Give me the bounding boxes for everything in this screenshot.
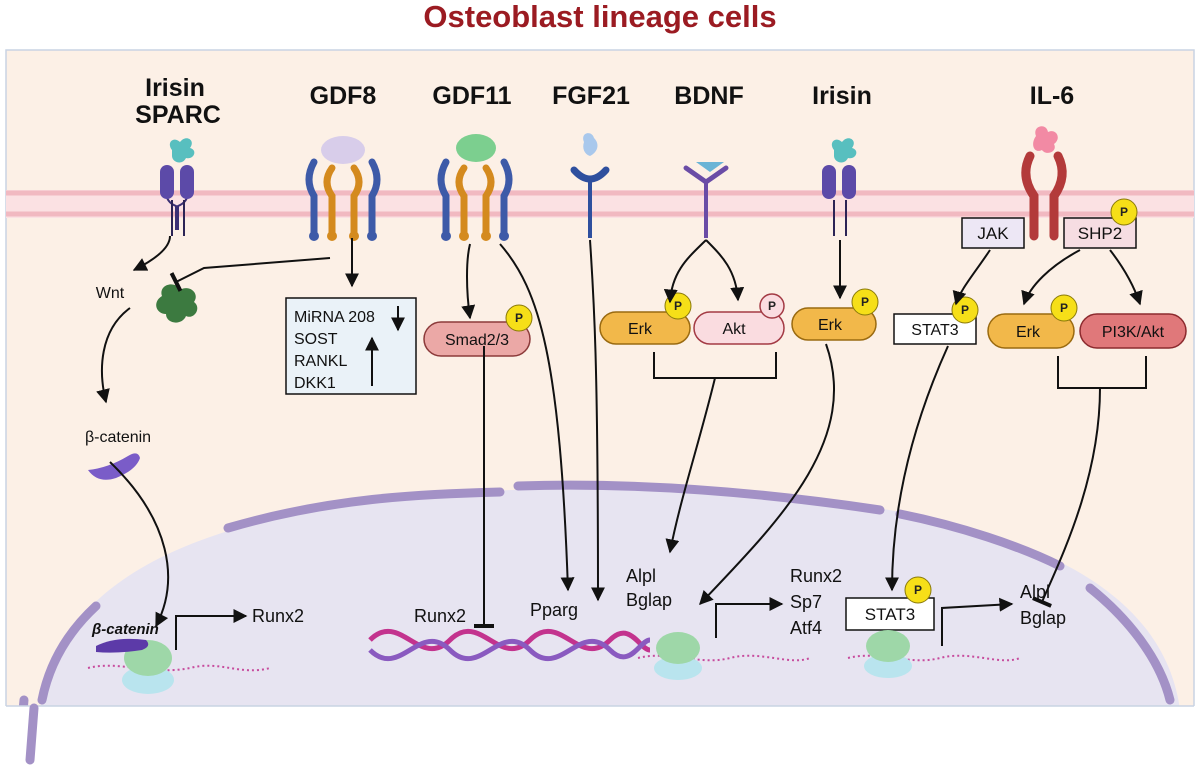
ligand-sparc-label: SPARC <box>135 101 221 129</box>
integrin-receptor-1 <box>160 138 195 236</box>
jak-label: JAK <box>977 224 1009 243</box>
trk-receptor <box>683 162 729 238</box>
alpl-1-label: Alpl <box>626 566 656 586</box>
dna-helix <box>368 628 651 662</box>
runx2-wnt-label: Runx2 <box>252 606 304 626</box>
ligand-il6-label: IL-6 <box>1030 82 1074 110</box>
erk-bdnf-label: Erk <box>628 321 653 338</box>
sost-label: SOST <box>294 331 338 348</box>
beta-catenin-nuclear-label: β-catenin <box>91 621 159 638</box>
erk-irisin-protein: Erk P <box>791 288 879 341</box>
wnt-label: Wnt <box>96 285 125 302</box>
dkk1-label: DKK1 <box>294 375 336 392</box>
erk-bdnf-phospho-label: P <box>674 299 682 313</box>
integrin-receptor-2 <box>822 138 857 236</box>
shp2-box: SHP2 P <box>1063 198 1138 249</box>
akt-label: Akt <box>722 321 746 338</box>
akt-protein: Akt P <box>693 293 785 345</box>
stat3-cyto-box: STAT3 P <box>893 296 979 345</box>
stat3-cyto-phospho-label: P <box>961 303 969 317</box>
bglap-1-label: Bglap <box>626 590 672 610</box>
diagram-title: Osteoblast lineage cells <box>423 0 776 34</box>
transcription-complex-1: β-catenin <box>87 621 271 694</box>
erk-irisin-label: Erk <box>818 317 843 334</box>
ligand-gdf11-label: GDF11 <box>432 82 511 110</box>
runx2-gdf11-label: Runx2 <box>414 606 466 626</box>
stat3-nuclear-phospho-label: P <box>914 583 922 597</box>
stat3-cyto-label: STAT3 <box>911 322 959 339</box>
sp7-label: Sp7 <box>790 592 822 612</box>
transcription-complex-2 <box>637 632 811 680</box>
erk-il6-protein: Erk P <box>987 294 1078 349</box>
ligand-irisin-2-label: Irisin <box>812 82 872 110</box>
pi3k-akt-protein: PI3K/Akt <box>1079 313 1187 349</box>
signaling-arrows <box>96 235 1147 650</box>
transcription-complex-3 <box>847 630 1021 678</box>
pparg-label: Pparg <box>530 600 578 620</box>
stat3-nuclear-label: STAT3 <box>865 605 915 624</box>
pi3k-akt-label: PI3K/Akt <box>1102 324 1165 341</box>
erk-irisin-phospho-label: P <box>861 295 869 309</box>
fgf-receptor <box>570 133 610 238</box>
stat3-nuclear-box: STAT3 P <box>845 576 935 631</box>
smad-label: Smad2/3 <box>445 332 509 349</box>
bglap-2-label: Bglap <box>1020 608 1066 628</box>
erk-il6-label: Erk <box>1016 324 1041 341</box>
alpl-2-label: Alpl <box>1020 582 1050 602</box>
atf4-label: Atf4 <box>790 618 822 638</box>
ligand-bdnf-label: BDNF <box>674 82 743 110</box>
smad-phospho-label: P <box>515 311 523 325</box>
activin-receptor-gdf8 <box>305 136 381 241</box>
erk-il6-phospho-label: P <box>1060 301 1068 315</box>
activin-receptor-gdf11 <box>437 134 513 241</box>
beta-catenin-label: β-catenin <box>85 429 151 446</box>
shp2-phospho-label: P <box>1120 205 1128 219</box>
rankl-label: RANKL <box>294 353 347 370</box>
wnt-protein <box>156 284 198 323</box>
smad-protein: Smad2/3 P <box>423 304 533 357</box>
shp2-label: SHP2 <box>1078 224 1122 243</box>
jak-box: JAK <box>961 217 1025 249</box>
akt-phospho-label: P <box>768 299 776 313</box>
ligand-gdf8-label: GDF8 <box>310 82 377 110</box>
mirna-box: MiRNA 208 SOST RANKL DKK1 <box>285 297 417 395</box>
plasma-membrane <box>6 190 1194 218</box>
il6-receptor <box>1021 126 1067 241</box>
ligand-fgf21-label: FGF21 <box>552 82 630 110</box>
mirna-label: MiRNA 208 <box>294 309 375 326</box>
runx2-irisin-label: Runx2 <box>790 566 842 586</box>
ligand-irisin-label: Irisin <box>145 74 205 102</box>
